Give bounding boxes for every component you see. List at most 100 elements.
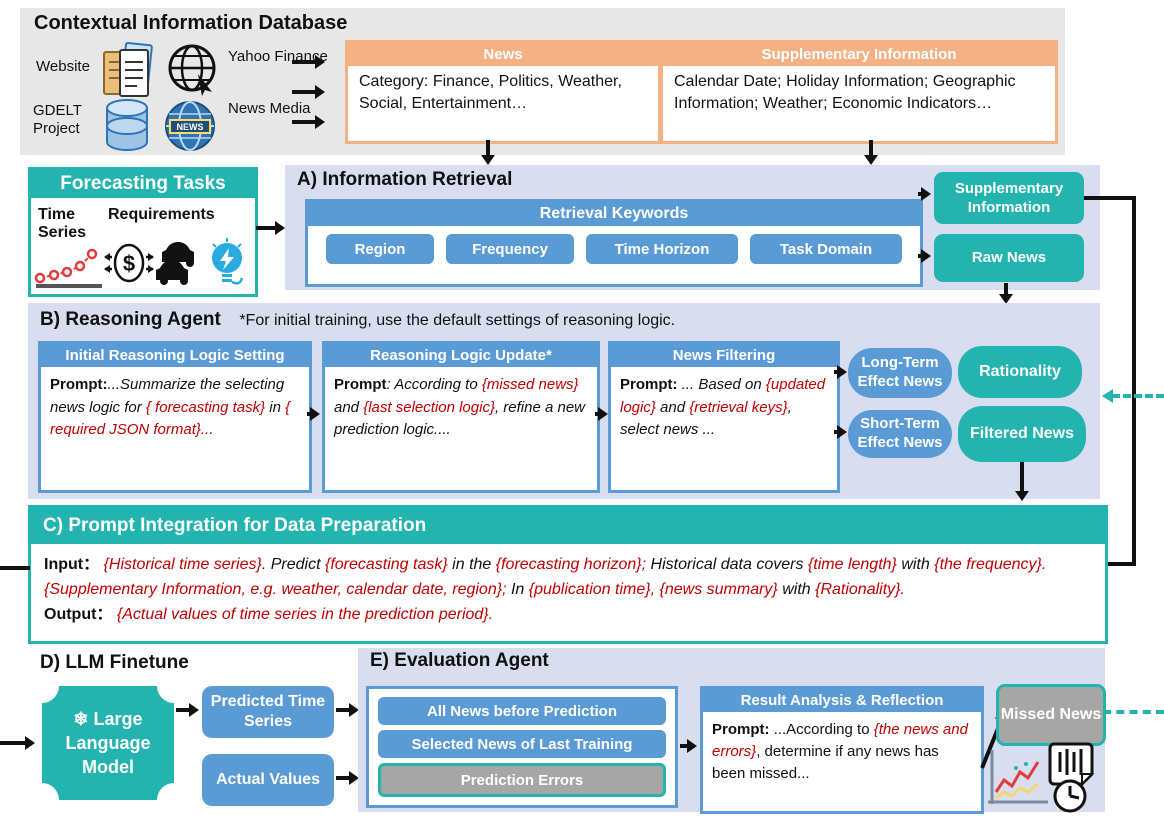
actual-values-box: Actual Values: [202, 754, 334, 806]
result-analysis-header: Result Analysis & Reflection: [703, 689, 981, 712]
time-series-icon: [34, 248, 102, 288]
logic-update-prompt: Prompt: According to {missed news} and {…: [334, 376, 586, 438]
evaluation-inputs-box: All News before Prediction Selected News…: [366, 686, 678, 808]
arrow-tasks-to-retrieval: [256, 221, 285, 235]
section-c-box: C) Prompt Integration for Data Preparati…: [28, 505, 1108, 644]
llm-label-line3: Model: [81, 757, 134, 778]
raw-news-tag: Raw News: [934, 234, 1084, 282]
arrow-llm-to-predicted: [176, 703, 199, 717]
section-b-note: *For initial training, use the default s…: [239, 312, 676, 329]
predicted-time-series-box: Predicted Time Series: [202, 686, 334, 738]
keyword-frequency: Frequency: [446, 234, 574, 264]
arrow-supp-to-retrieval: [864, 140, 878, 165]
documents-icon: [103, 41, 153, 97]
svg-text:$: $: [123, 251, 135, 276]
news-filtering-prompt: Prompt: ... Based on {updated logic} and…: [620, 376, 826, 438]
retrieval-keywords-box: Retrieval Keywords Region Frequency Time…: [305, 199, 923, 287]
arrow-predicted-to-e: [336, 703, 359, 717]
news-globe-label: NEWS: [177, 122, 204, 132]
requirements-label: Requirements: [108, 206, 215, 223]
dashed-feedback-into-b: [1102, 389, 1164, 403]
arrow-inputs-to-result: [680, 739, 697, 753]
arrow-sources-to-news-3: [292, 115, 325, 129]
selected-news-bar: Selected News of Last Training: [378, 730, 666, 758]
loop-supp-horizontal: [1084, 196, 1136, 200]
section-a-title: A) Information Retrieval: [297, 169, 513, 190]
section-c-input: Input： {Historical time series}. Predict…: [44, 556, 1047, 598]
loop-c-left-stub: [0, 566, 30, 570]
initial-logic-box: Initial Reasoning Logic Setting Prompt:.…: [38, 341, 312, 493]
energy-bulb-icon: [212, 238, 244, 285]
initial-logic-prompt: Prompt:...Summarize the selecting news l…: [50, 376, 291, 438]
arrow-sources-to-news-2: [292, 85, 325, 99]
arrow-filtering-to-long: [834, 365, 847, 379]
time-series-label: Time Series: [38, 206, 87, 241]
forecasting-tasks-header: Forecasting Tasks: [31, 170, 255, 198]
report-doc-icon: [1048, 742, 1095, 786]
arrow-rawnews-to-reasoning: [999, 283, 1013, 304]
arrow-into-llm: [0, 736, 35, 750]
section-c-title: C) Prompt Integration for Data Preparati…: [31, 508, 1105, 544]
news-box-body: Category: Finance, Politics, Weather, So…: [359, 73, 622, 112]
database-icon: [106, 99, 148, 151]
arrow-loop-into-c: [1097, 557, 1134, 571]
llm-label-line1: Large: [93, 708, 143, 729]
news-globe-icon: NEWS: [165, 101, 215, 151]
llm-notch-tl: [25, 669, 59, 703]
supplementary-box-header: Supplementary Information: [663, 43, 1055, 66]
supplementary-box: Supplementary Information Calendar Date;…: [660, 40, 1058, 144]
llm-notch-bl: [25, 783, 59, 816]
arrow-filtering-to-short: [834, 425, 847, 439]
result-analysis-prompt: Prompt: ...According to {the news and er…: [712, 721, 968, 782]
arrow-retrieval-to-raw: [918, 249, 931, 263]
news-box-header: News: [348, 43, 658, 66]
llm-notch-tr: [157, 669, 191, 703]
dashed-missed-news-out: [1103, 710, 1164, 714]
llm-notch-br: [157, 783, 191, 816]
arrow-filtered-to-c: [1015, 462, 1029, 501]
money-flow-icon: $: [104, 243, 154, 283]
arrow-news-to-retrieval: [481, 140, 495, 165]
section-d-title: D) LLM Finetune: [40, 652, 189, 673]
short-term-pill: Short-Term Effect News: [848, 410, 952, 458]
all-news-bar: All News before Prediction: [378, 697, 666, 725]
prediction-errors-bar: Prediction Errors: [378, 763, 666, 797]
filtered-news-pill: Filtered News: [958, 406, 1086, 462]
logic-update-header: Reasoning Logic Update*: [325, 344, 597, 367]
news-media-label: News Media: [228, 100, 311, 117]
arrow-retrieval-to-supp: [918, 187, 931, 201]
missed-news-tag: Missed News: [996, 684, 1106, 746]
keyword-task-domain: Task Domain: [750, 234, 902, 264]
rationality-pill: Rationality: [958, 346, 1082, 398]
logic-update-box: Reasoning Logic Update* Prompt: Accordin…: [322, 341, 600, 493]
loop-supp-vertical: [1132, 196, 1136, 566]
long-term-pill: Long-Term Effect News: [848, 348, 952, 398]
news-filtering-box: News Filtering Prompt: ... Based on {upd…: [608, 341, 840, 493]
llm-box: ❄ Large Language Model: [42, 686, 174, 800]
snowflake-icon: ❄: [73, 708, 89, 729]
supplementary-information-tag: Supplementary Information: [934, 172, 1084, 224]
database-panel-title: Contextual Information Database: [34, 12, 348, 34]
section-e-title: E) Evaluation Agent: [370, 650, 549, 671]
initial-logic-header: Initial Reasoning Logic Setting: [41, 344, 309, 367]
llm-label-line2: Language: [65, 732, 151, 753]
gdelt-label: GDELT Project: [33, 102, 82, 137]
news-filtering-header: News Filtering: [611, 344, 837, 367]
clock-icon: [1053, 779, 1087, 813]
keyword-time-horizon: Time Horizon: [586, 234, 738, 264]
section-c-output: Output： {Actual values of time series in…: [44, 605, 494, 623]
arrow-box2-box3: [595, 407, 608, 421]
arrow-box1-box2: [307, 407, 320, 421]
analysis-chart-icon: [988, 750, 1048, 804]
retrieval-keywords-header: Retrieval Keywords: [308, 202, 920, 226]
web-globe-icon: [168, 44, 216, 96]
keyword-region: Region: [326, 234, 434, 264]
arrow-sources-to-news-1: [292, 55, 325, 69]
arrow-actual-to-e: [336, 771, 359, 785]
news-box: News Category: Finance, Politics, Weathe…: [345, 40, 661, 144]
traffic-icon: [156, 242, 194, 285]
website-label: Website: [36, 58, 90, 75]
supplementary-box-body: Calendar Date; Holiday Information; Geog…: [674, 73, 1016, 112]
section-b-title: B) Reasoning Agent: [40, 309, 221, 330]
